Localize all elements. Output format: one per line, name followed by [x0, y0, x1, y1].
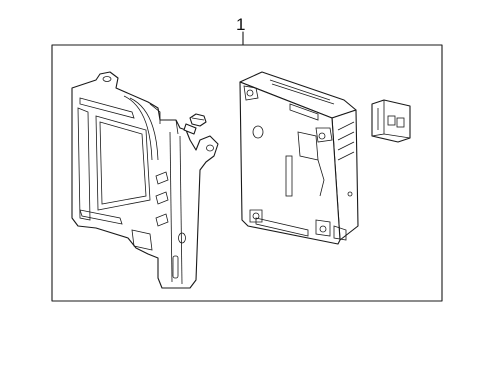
wiring-connector [371, 99, 411, 143]
diagram-border-frame [51, 44, 443, 302]
control-module [239, 71, 359, 245]
screw-fastener [183, 113, 207, 135]
mounting-bracket [71, 71, 219, 289]
callout-number-1: 1 [236, 15, 246, 34]
